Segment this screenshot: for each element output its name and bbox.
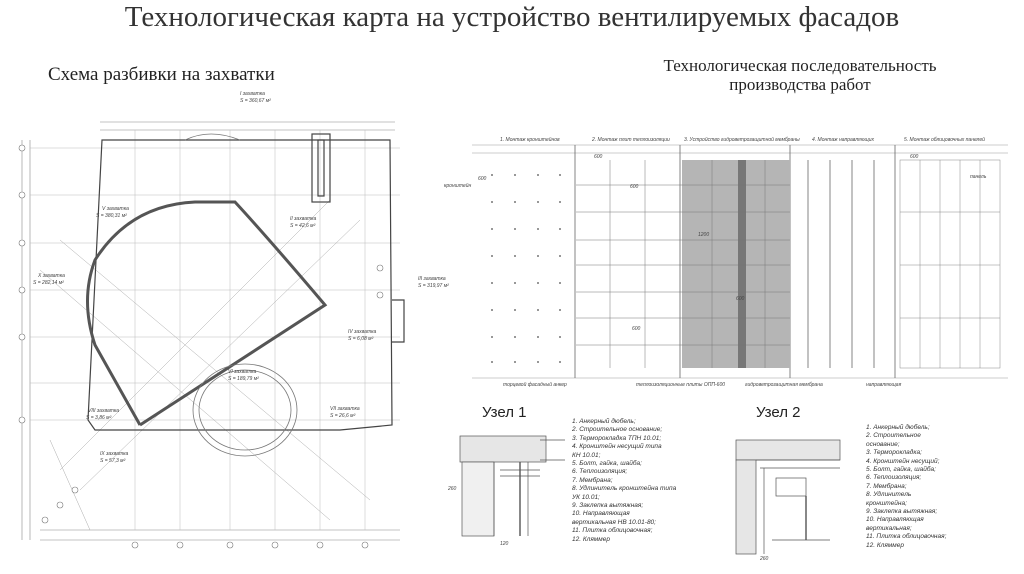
- zone-label: III захватка: [418, 276, 446, 282]
- legend-item: 4. Кронштейн несущий типа: [572, 443, 662, 451]
- legend-item: 5. Болт, гайка, шайба;: [866, 466, 936, 474]
- legend-item: 8. Удлинитель: [866, 491, 912, 499]
- dim-label: 600: [630, 184, 639, 190]
- page-title-text: Технологическая карта на устройство вент…: [124, 1, 900, 33]
- legend-item: 4. Кронштейн несущий;: [866, 457, 940, 465]
- callout-insulation: теплоизоляционные плиты ОПП-600: [636, 382, 725, 388]
- zone-area: S = 319,97 м²: [418, 283, 449, 289]
- legend-item: 7. Мембрана;: [866, 482, 907, 490]
- zone-label: X захватка: [37, 273, 65, 279]
- dim-label: 600: [594, 154, 603, 160]
- stage-label: 5. Монтаж облицовочных панелей: [904, 136, 985, 143]
- uzel1-title: Узел 1: [482, 404, 527, 421]
- dim-label: 120: [500, 541, 509, 547]
- stage-label: 4. Монтаж направляющих: [812, 137, 874, 143]
- dim-label: 260: [447, 486, 457, 492]
- legend-item: 2. Строительное основание;: [572, 426, 663, 434]
- legend-item: 9. Заклепка вытяжная;: [866, 508, 938, 516]
- legend-item: 7. Мембрана;: [572, 476, 613, 484]
- legend-item: 5. Болт, гайка, шайба;: [572, 460, 642, 468]
- legend-item: КН 10.01;: [572, 451, 601, 459]
- zone-area: S = 6,08 м²: [348, 336, 374, 342]
- callout-wall: торцевой фасадный анкер: [503, 381, 567, 388]
- zone-label: II захватка: [290, 216, 317, 222]
- uzel2-title: Узел 2: [756, 404, 801, 421]
- legend-item: 12. Кляммер: [866, 541, 904, 549]
- zone-area: S = 26,6 м²: [330, 413, 356, 419]
- stage-label: 1. Монтаж кронштейнов: [500, 136, 560, 143]
- stage-label: 3. Устройство гидроветрозащитной мембран…: [684, 136, 800, 143]
- legend-item: 3. Терморокладка ТПН 10.01;: [572, 434, 662, 442]
- legend-item: УК 10.01;: [572, 493, 600, 501]
- plan-top-label-2: S = 360,67 м²: [240, 98, 271, 104]
- page-title: Технологическая карта на устройство вент…: [0, 0, 1024, 34]
- dim-label: 600: [736, 296, 745, 302]
- legend-item: 6. Теплоизоляция;: [572, 468, 628, 476]
- plan-top-label-1: I захватка: [240, 91, 265, 97]
- legend-item: 10. Направляющая: [866, 516, 924, 524]
- left-section-heading: Схема разбивки на захватки: [48, 64, 275, 85]
- uzel2-drawing: [735, 439, 841, 555]
- dim-label: 600: [478, 176, 487, 182]
- zone-area: S = 42,6 м²: [290, 223, 316, 229]
- zone-area: S = 282,14 м²: [33, 280, 64, 286]
- zone-area: S = 380,31 м²: [96, 213, 127, 219]
- right-section-heading: Технологическая последовательность произ…: [663, 56, 937, 94]
- legend-item: 2. Строительное: [866, 432, 921, 440]
- legend-item: 12. Кляммер: [572, 535, 610, 543]
- callout-guide: направляющая: [866, 382, 902, 388]
- legend-item: 10. Направляющая: [572, 510, 630, 518]
- dim-label: 260: [759, 556, 769, 562]
- zone-area: S = 57,3 м²: [100, 458, 126, 464]
- stage-label: 2. Монтаж плит теплоизоляции: [591, 137, 670, 143]
- zone-area: S = 189,79 м²: [228, 376, 259, 382]
- callout-panel: панель: [970, 174, 987, 180]
- dim-label: 1200: [698, 232, 709, 238]
- legend-item: вертикальная;: [866, 524, 912, 532]
- zone-label: VI захватка: [228, 369, 256, 375]
- zone-label: VIII захватка: [88, 408, 119, 414]
- legend-item: 9. Заклепка вытяжная;: [572, 502, 644, 510]
- callout-bracket: кронштейн: [444, 182, 472, 189]
- zone-label: IV захватка: [348, 329, 376, 335]
- uzel1-legend: 1. Анкерный дюбель; 2. Строительное осно…: [572, 418, 687, 544]
- zone-label: IX захватка: [100, 451, 128, 457]
- legend-item: 1. Анкерный дюбель;: [572, 418, 636, 425]
- legend-item: кронштейна;: [866, 499, 907, 507]
- legend-item: 1. Анкерный дюбель;: [866, 424, 930, 431]
- legend-item: вертикальная НВ 10.01-80;: [572, 518, 656, 526]
- membrane-seam: [738, 160, 746, 368]
- legend-item: 6. Теплоизоляция;: [866, 474, 922, 482]
- dim-label: 600: [910, 154, 919, 160]
- membrane-fill: [682, 160, 790, 368]
- legend-item: основание;: [866, 440, 900, 448]
- legend-item: 11. Плитка облицовочная;: [866, 533, 947, 541]
- callout-membrane: гидроветрозащитная мембрана: [745, 382, 823, 388]
- zone-label: V захватка: [102, 206, 129, 212]
- zone-area: S = 3,86 м²: [86, 415, 112, 421]
- zone-label: VII захватка: [330, 406, 360, 412]
- dim-label: 600: [632, 326, 641, 332]
- uzel1-drawing: [459, 435, 565, 537]
- legend-item: 8. Удлинитель кронштейна типа: [572, 485, 677, 493]
- legend-item: 3. Терморокладка;: [866, 449, 922, 457]
- uzel2-legend: 1. Анкерный дюбель; 2. Строительное осно…: [866, 424, 966, 550]
- legend-item: 11. Плитка облицовочная;: [572, 527, 653, 535]
